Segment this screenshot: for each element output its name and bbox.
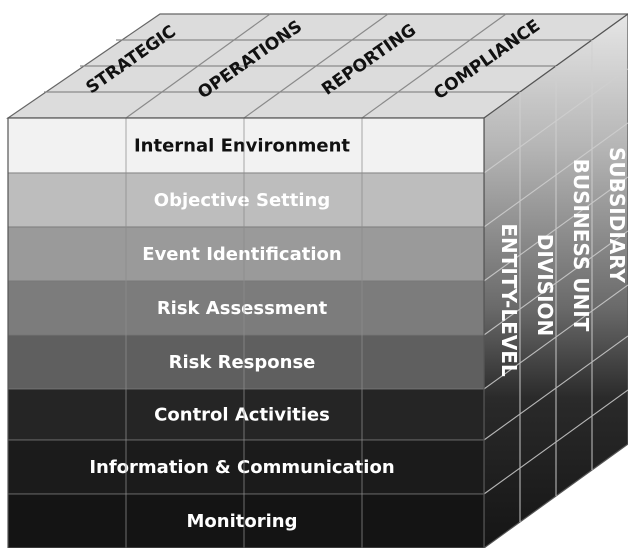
side-face: ENTITY-LEVEL DIVISION BUSINESS UNIT SUBS…: [483, 13, 628, 548]
top-face-gridlines: [44, 13, 592, 119]
front-row-label: Monitoring: [187, 511, 298, 532]
front-row-band: [7, 280, 485, 336]
front-row-label: Risk Assessment: [157, 298, 328, 319]
front-row-label: Objective Setting: [154, 190, 330, 211]
side-label-division: DIVISION: [533, 234, 557, 337]
side-label-subsidiary: SUBSIDIARY: [605, 147, 628, 284]
front-row-band: [7, 226, 485, 282]
front-row-band: [7, 334, 485, 390]
side-label-business-unit: BUSINESS UNIT: [569, 159, 593, 332]
front-row-label: Control Activities: [154, 405, 330, 426]
front-face-border: [7, 117, 485, 548]
front-face-column-lines: [125, 118, 363, 548]
front-row-label: Event Identification: [142, 244, 341, 265]
front-row-label: Information & Communication: [89, 457, 394, 478]
front-row-band: [7, 439, 485, 495]
top-face: STRATEGIC OPERATIONS REPORTING COMPLIANC…: [6, 13, 628, 119]
front-row-band: [7, 172, 485, 228]
front-row-label: Internal Environment: [134, 136, 350, 157]
side-face-gridlines: [483, 40, 628, 522]
side-label-entity-level: ENTITY-LEVEL: [497, 223, 521, 377]
front-row-label: Risk Response: [169, 352, 316, 373]
